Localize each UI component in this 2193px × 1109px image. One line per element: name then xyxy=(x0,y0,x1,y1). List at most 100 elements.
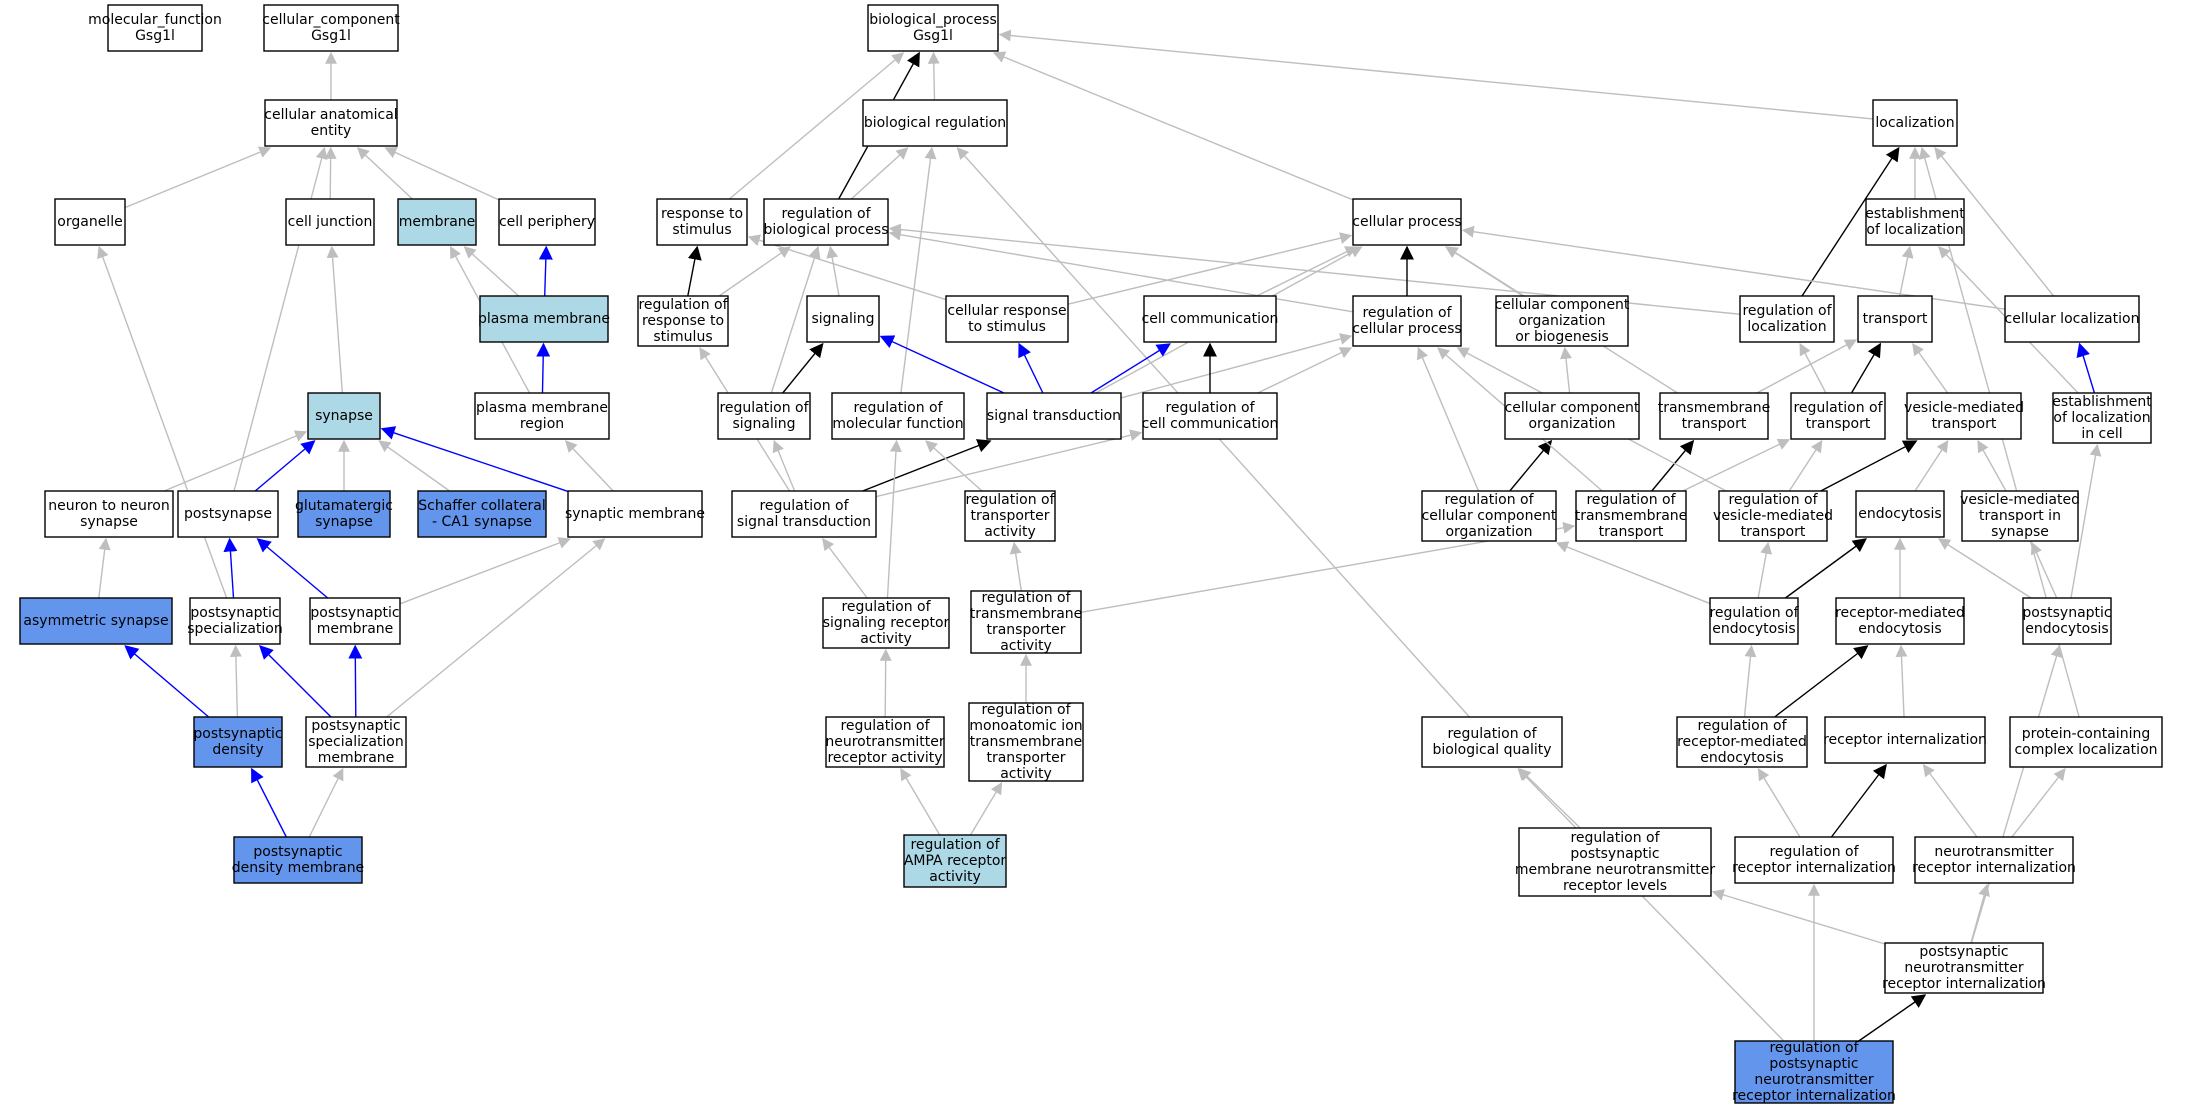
node-label-line: receptor activity xyxy=(827,750,942,766)
node-label-line: endocytosis xyxy=(2025,621,2108,637)
go-term-node-endo[interactable]: endocytosis xyxy=(1855,490,1945,538)
go-term-node-regtmtransact[interactable]: regulation oftransmembranetransporteract… xyxy=(970,590,1083,654)
go-term-node-regrecmedendo[interactable]: regulation ofreceptor-mediatedendocytosi… xyxy=(1676,716,1808,768)
edge-regsig-to-signaling xyxy=(782,342,824,394)
node-label-line: regulation of xyxy=(1444,492,1534,508)
go-term-node-cellloc[interactable]: cellular localization xyxy=(2004,295,2140,343)
edge-postsyn-to-synapse xyxy=(254,440,316,492)
edge-cellloc-to-loc xyxy=(1934,147,2055,297)
node-label-line: AMPA receptor xyxy=(904,853,1007,869)
go-term-node-schaffer[interactable]: Schaffer collateral- CA1 synapse xyxy=(417,490,547,538)
node-label-line: cellular response xyxy=(947,303,1066,319)
node-label-line: neuron to neuron xyxy=(48,498,169,514)
go-term-node-synmem[interactable]: synaptic membrane xyxy=(565,490,705,538)
go-term-node-recint[interactable]: receptor internalization xyxy=(1823,716,1987,764)
node-label-line: density membrane xyxy=(232,860,364,876)
node-label-line: receptor internalization xyxy=(1732,1088,1896,1104)
node-label-line: transport xyxy=(1741,524,1806,540)
node-label-line: neurotransmitter xyxy=(825,734,944,750)
node-label-line: postsynaptic xyxy=(190,605,279,621)
go-term-node-postsyn[interactable]: postsynapse xyxy=(177,490,279,538)
node-box xyxy=(1734,1040,1894,1104)
go-term-node-plasmamem[interactable]: plasma membrane xyxy=(478,295,610,343)
node-label-line: cellular process xyxy=(1352,214,1461,230)
go-term-node-cellcomm[interactable]: cell communication xyxy=(1142,295,1279,343)
go-term-node-loc[interactable]: localization xyxy=(1872,99,1958,147)
go-term-node-synapse[interactable]: synapse xyxy=(307,392,381,440)
go-term-node-cellproc[interactable]: cellular process xyxy=(1352,198,1462,246)
go-term-node-sigtrans[interactable]: signal transduction xyxy=(986,392,1122,440)
go-term-node-transport[interactable]: transport xyxy=(1857,295,1933,343)
node-box xyxy=(1872,99,1958,147)
node-label-line: receptor internalization xyxy=(1823,732,1987,748)
go-term-node-bioreg[interactable]: biological regulation xyxy=(862,99,1008,147)
node-label-line: vesicle-mediated xyxy=(1960,492,2080,508)
go-term-node-membrane[interactable]: membrane xyxy=(397,198,477,246)
go-term-node-celljunc[interactable]: cell junction xyxy=(285,198,375,246)
edge-regtransact-to-regmf xyxy=(925,440,983,492)
edge-regmf-to-bioreg xyxy=(900,146,937,394)
node-label-line: vesicle-mediated xyxy=(1713,508,1833,524)
node-box xyxy=(862,99,1008,147)
go-term-node-organelle[interactable]: organelle xyxy=(54,198,126,246)
node-box xyxy=(986,392,1122,440)
go-term-node-asym[interactable]: asymmetric synapse xyxy=(19,597,173,645)
node-label-line: receptor-mediated xyxy=(1835,605,1965,621)
go-term-node-signaling[interactable]: signaling xyxy=(806,295,880,343)
node-label-line: regulation of xyxy=(719,400,809,416)
edge-endo-to-vesmed xyxy=(1914,439,1949,492)
go-term-node-regpostntrecint[interactable]: regulation ofpostsynapticneurotransmitte… xyxy=(1732,1040,1896,1104)
go-term-node-cellper[interactable]: cell periphery xyxy=(498,198,596,246)
edge-vesmed-to-transport xyxy=(1912,343,1949,394)
node-label-line: signal transduction xyxy=(737,514,871,530)
edge-postspecmem-to-synmem xyxy=(386,538,606,718)
